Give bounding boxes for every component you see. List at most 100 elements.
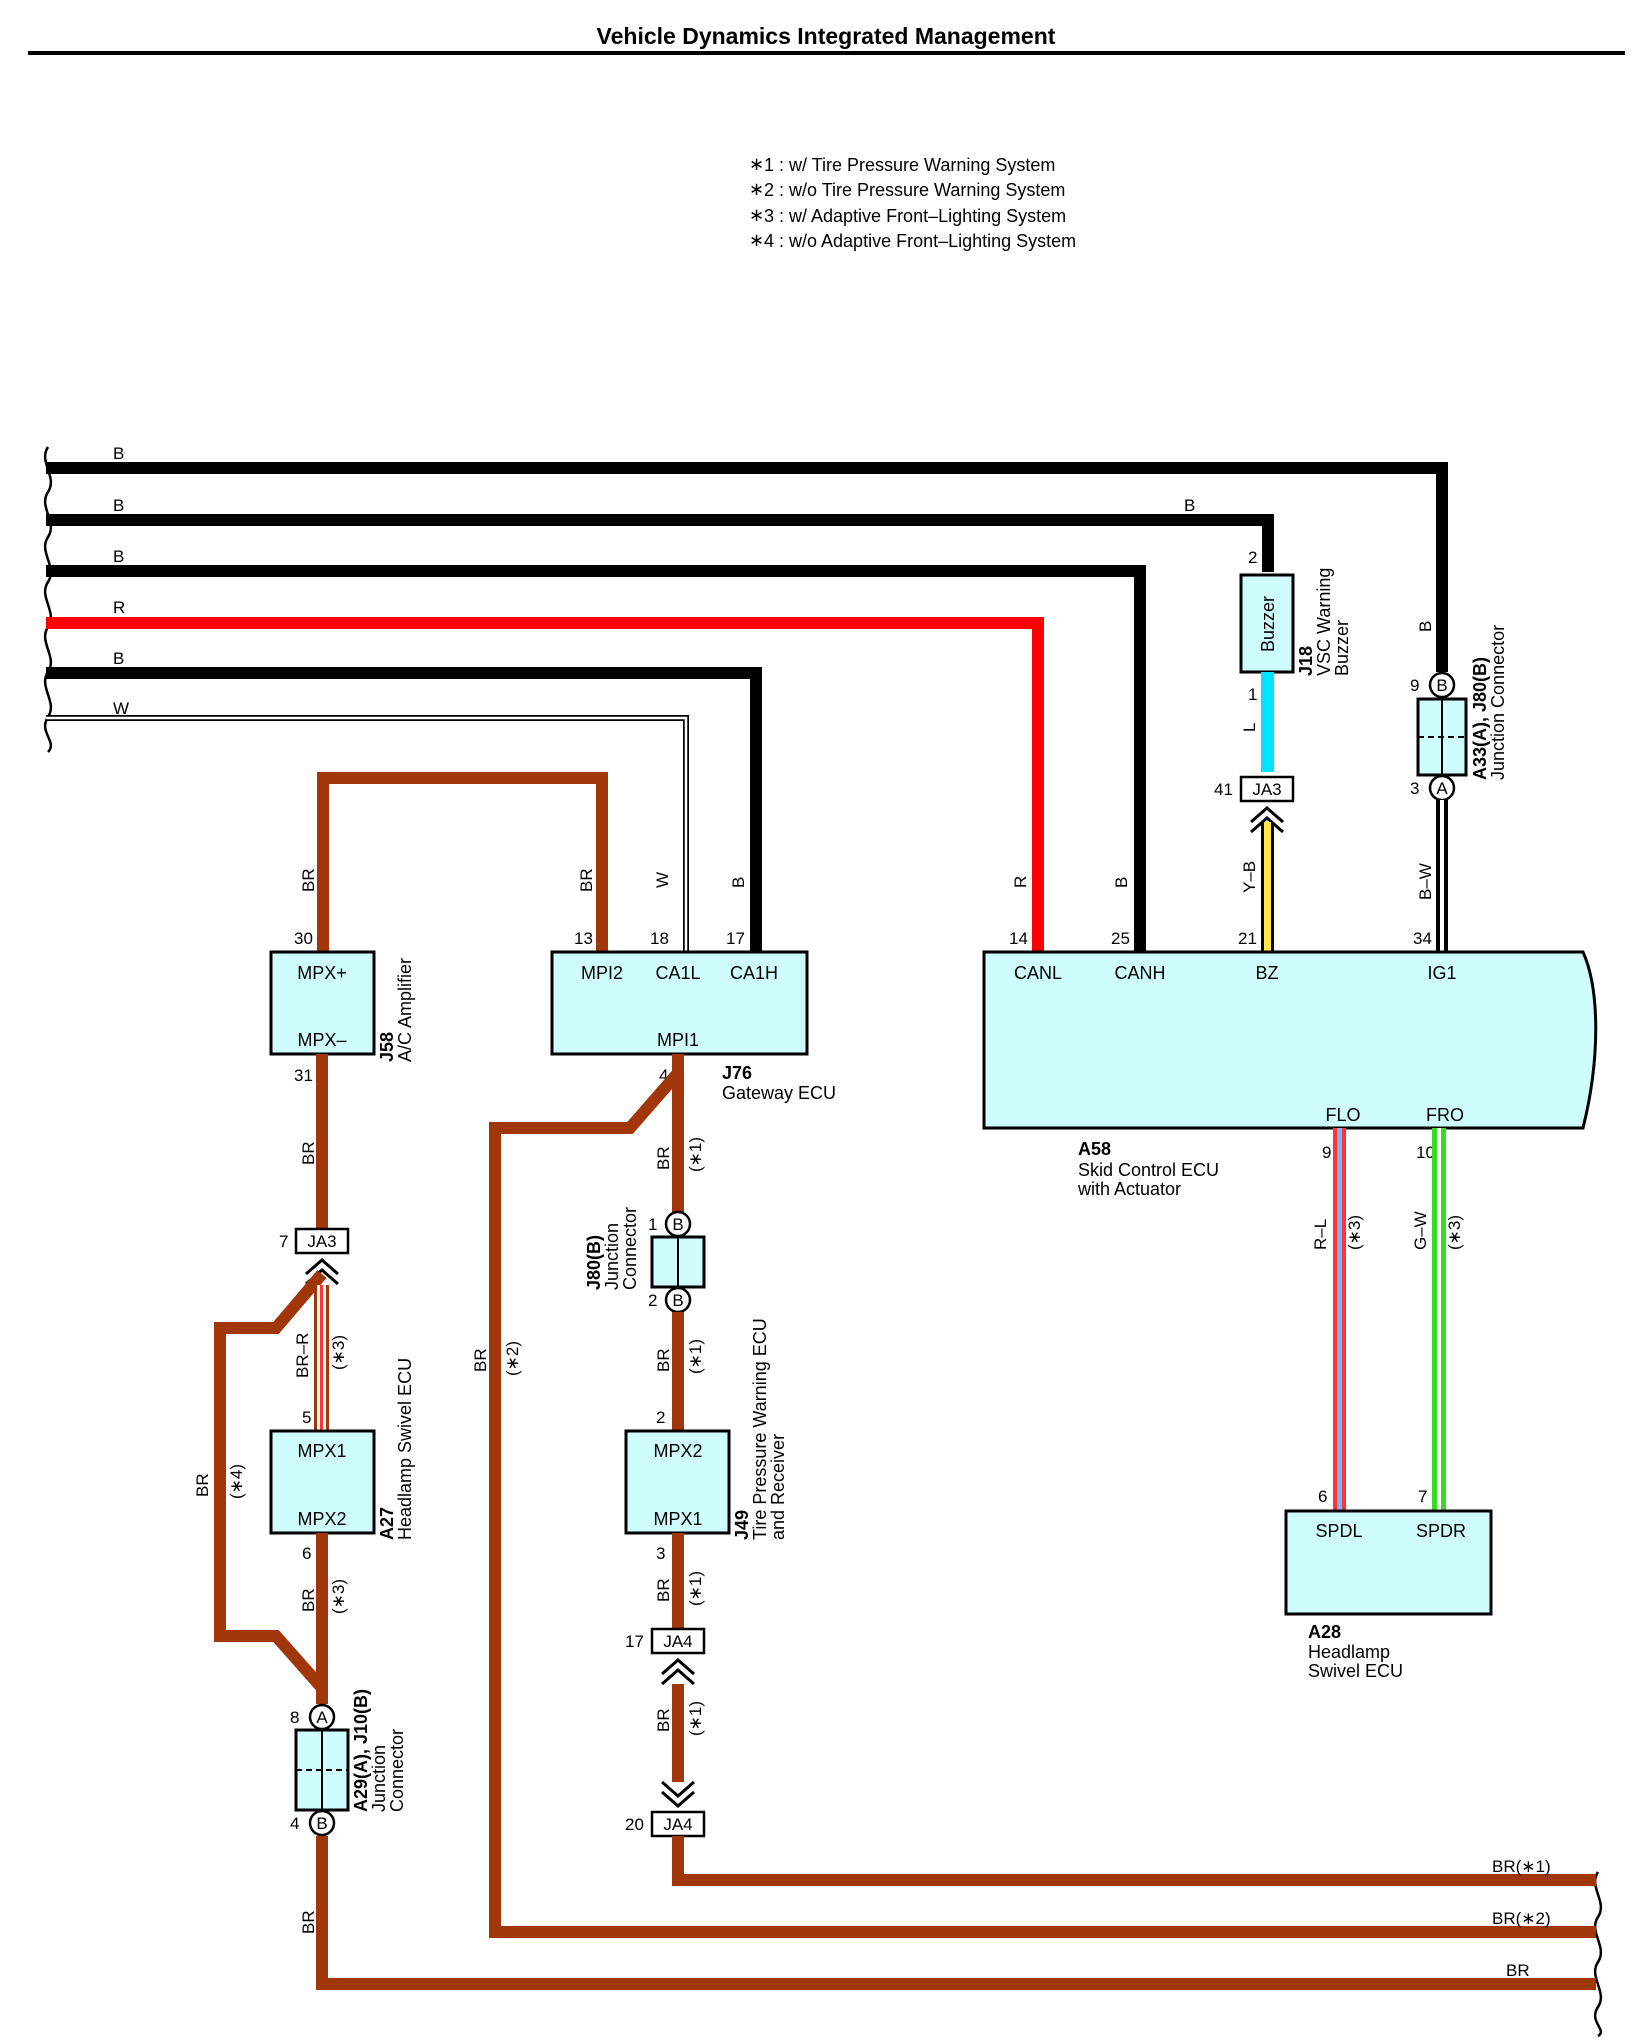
a28-code: A28 <box>1308 1622 1341 1642</box>
wire-brr-brown <box>314 1285 317 1431</box>
wire-brr-brown2 <box>326 1285 329 1431</box>
j76-pin-4: 4 <box>659 1066 668 1085</box>
j80b-name-line1: Junction <box>602 1223 622 1290</box>
wire-label-rl-note: (∗3) <box>1345 1215 1364 1250</box>
wire-label-gw2-note: (∗3) <box>1445 1215 1464 1250</box>
notes-legend: ∗ 1 : w/ Tire Pressure Warning System ∗ … <box>749 154 1076 251</box>
j76-term-ca1l: CA1L <box>655 963 700 983</box>
a58-term-canh: CANH <box>1114 963 1165 983</box>
j49-term-mpx1: MPX1 <box>653 1509 702 1529</box>
wire-b-ca1h <box>46 667 762 952</box>
ja3-buzzer-junction <box>1239 775 1295 803</box>
j80b-pin-1-label: B <box>672 1215 683 1234</box>
a29-pin-8: 8 <box>290 1708 299 1727</box>
a28-pin-7: 7 <box>1418 1487 1427 1506</box>
wire-label-hs-br: BR <box>299 1588 318 1612</box>
note-4: 4 : w/o Adaptive Front–Lighting System <box>764 231 1076 251</box>
a58-code: A58 <box>1078 1139 1111 1159</box>
wire-label-out1: BR(∗1) <box>1492 1857 1551 1876</box>
ja4-top-chevron <box>661 1658 695 1686</box>
a33-pin-b-label: B <box>1436 676 1447 695</box>
wire-label-rl: R–L <box>1311 1219 1330 1250</box>
j58-term-mpxm: MPX– <box>297 1030 346 1050</box>
a28-ecu-body <box>1284 1509 1493 1616</box>
j49-name-line2: and Receiver <box>768 1434 788 1540</box>
note-marker-1: ∗ <box>749 154 764 174</box>
a58-name-line1: Skid Control ECU <box>1078 1160 1219 1180</box>
wire-label-w: W <box>113 699 129 718</box>
ja4-top-pin: 17 <box>625 1632 644 1651</box>
wire-label-b4: B <box>113 649 124 668</box>
wire-label-gw2: G–W <box>1411 1211 1430 1250</box>
wire-label-loop-br: BR <box>193 1473 212 1497</box>
j76-pin-13: 13 <box>574 929 593 948</box>
wire-yb-edge-right <box>1271 822 1274 952</box>
a29-name-line2: Connector <box>387 1729 407 1812</box>
ja4-bottom-junction <box>650 1810 706 1838</box>
a33-pin-b <box>1428 671 1456 699</box>
wire-label-long-note: (∗2) <box>503 1341 522 1376</box>
note-3: 3 : w/ Adaptive Front–Lighting System <box>764 206 1066 226</box>
j49-ecu-body <box>624 1429 731 1535</box>
wire-b-buzzer <box>46 514 1274 572</box>
a58-pin-21: 21 <box>1238 929 1257 948</box>
j76-pin-18: 18 <box>650 929 669 948</box>
a58-pin-14: 14 <box>1009 929 1028 948</box>
a27-term-mpx1: MPX1 <box>297 1441 346 1461</box>
wire-label-j80-br: BR <box>654 1146 673 1170</box>
wire-brr-white <box>317 1285 320 1431</box>
a29-name-line1: Junction <box>369 1745 389 1812</box>
ja4-top-junction <box>650 1627 706 1655</box>
a58-term-ig1: IG1 <box>1427 963 1456 983</box>
ja4-bottom-chevron <box>661 1780 695 1808</box>
a33-name: Junction Connector <box>1488 625 1508 780</box>
j58-ecu-body <box>269 950 376 1056</box>
wire-label-brr-note: (∗3) <box>329 1335 348 1370</box>
a58-pin-9: 9 <box>1322 1143 1331 1162</box>
a28-pin-6: 6 <box>1318 1487 1327 1506</box>
a33-pin-a-label: A <box>1436 779 1448 798</box>
wire-bw-black <box>1436 800 1440 952</box>
a58-pin-10: 10 <box>1416 1143 1435 1162</box>
wire-br-loop <box>214 1270 327 1692</box>
wire-label-ac-br-top: BR <box>299 868 318 892</box>
a27-term-mpx2: MPX2 <box>297 1509 346 1529</box>
wire-label-gw-w: W <box>653 872 672 888</box>
a58-pin-25: 25 <box>1111 929 1130 948</box>
wire-label-bw: B–W <box>1416 863 1435 900</box>
a58-term-canl: CANL <box>1014 963 1062 983</box>
j80b-pin-1-num: 1 <box>648 1215 657 1234</box>
a28-name-line1: Headlamp <box>1308 1642 1390 1662</box>
wire-label-b2: B <box>113 496 124 515</box>
wire-br-a29-out <box>316 1836 1596 1990</box>
a58-term-bz: BZ <box>1255 963 1278 983</box>
note-1: 1 : w/ Tire Pressure Warning System <box>764 155 1055 175</box>
a58-ecu-body <box>982 950 1598 1130</box>
wire-label-gw-b: B <box>729 877 748 888</box>
j76-code: J76 <box>722 1063 752 1083</box>
j76-term-mpi2: MPI2 <box>581 963 623 983</box>
wire-bw-black2 <box>1444 800 1448 952</box>
wire-yb-edge-left <box>1261 822 1264 952</box>
wire-brr-red <box>320 1285 323 1431</box>
buzzer-box <box>1239 573 1295 674</box>
j76-pin-17: 17 <box>726 929 745 948</box>
wire-bw-white <box>1440 800 1444 952</box>
j49-term-mpx2: MPX2 <box>653 1441 702 1461</box>
j76-name: Gateway ECU <box>722 1083 836 1103</box>
page-title: Vehicle Dynamics Integrated Management <box>597 23 1056 49</box>
wire-l <box>1261 672 1274 772</box>
note-marker-4: ∗ <box>749 230 764 250</box>
ja3-buzzer-label: JA3 <box>1252 780 1281 799</box>
wire-label-out3: BR <box>1506 1961 1530 1980</box>
wire-label-tp-br: BR <box>654 1348 673 1372</box>
wire-rl-red2 <box>1342 1128 1346 1511</box>
wire-gw-white <box>1437 1128 1441 1511</box>
wire-b-top <box>46 462 1448 672</box>
ja3-buzzer-pin: 41 <box>1214 780 1233 799</box>
j49-pin-3: 3 <box>656 1544 665 1563</box>
wire-label-j80-note: (∗1) <box>686 1137 705 1172</box>
ja3-left-label: JA3 <box>307 1232 336 1251</box>
wire-label-out2: BR(∗2) <box>1492 1909 1551 1928</box>
